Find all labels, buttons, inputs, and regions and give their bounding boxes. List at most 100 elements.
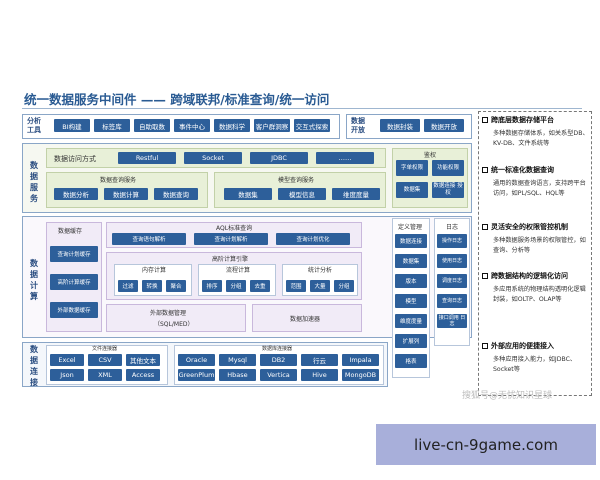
ext-data-panel <box>106 304 246 332</box>
db-connector-button: MongoDB <box>342 369 379 381</box>
feature-heading: 统一标准化数据查询 <box>482 165 554 175</box>
feature-heading: 跨数据结构的逻辑化访问 <box>482 271 568 281</box>
ext-data-subtitle: （SQL/MED） <box>154 321 194 328</box>
page-title: 统一数据服务中间件 —— 跨域联邦/标准查询/统一访问 <box>24 92 330 107</box>
auth-button: 数据集 <box>396 182 428 198</box>
definition-button: 模型 <box>395 294 427 308</box>
file-connector-title: 文件连接器 <box>92 346 118 352</box>
data-connect-label: 数据连接 <box>30 345 38 387</box>
engine-title: 高阶计算引擎 <box>212 256 249 263</box>
watermark: 搜狐号@无忧知识星球 <box>462 391 553 401</box>
log-button: 调度日志 <box>437 274 467 288</box>
data-service-label: 数据服务 <box>30 161 38 203</box>
bullet-square-icon <box>482 273 488 279</box>
flow-compute-button: 分组 <box>226 280 246 292</box>
analysis-button: 事件中心 <box>174 119 210 132</box>
log-button: 查询日志 <box>437 294 467 308</box>
analysis-button: 客户群洞察 <box>254 119 290 132</box>
db-connector-button: Hive <box>301 369 338 381</box>
open-button: 数据开放 <box>424 119 464 132</box>
log-button: 接口调用 日志 <box>437 314 467 328</box>
auth-button: 数据连接 授权 <box>432 182 464 198</box>
auth-button: 字单权限 <box>396 160 428 176</box>
query-service-button: 数据分析 <box>54 188 98 200</box>
open-button: 数据封装 <box>380 119 420 132</box>
definition-title: 定义管理 <box>398 224 423 231</box>
file-connector-button: Access <box>126 369 160 381</box>
data-open-label: 数据开放 <box>351 117 365 134</box>
feature-description: 多种数据服务场景的权限管控，如查询、分析等 <box>493 237 586 254</box>
model-service-button: 模型信息 <box>278 188 326 200</box>
stat-analysis-button: 分组 <box>334 280 354 292</box>
query-service-button: 数据计算 <box>104 188 148 200</box>
db-connector-button: Impala <box>342 354 379 366</box>
definition-button: 数据连接 <box>395 234 427 248</box>
file-connector-button: XML <box>88 369 122 381</box>
db-connector-title: 数据库连接器 <box>262 346 293 352</box>
mem-compute-button: 过滤 <box>118 280 138 292</box>
title-divider <box>22 108 582 109</box>
analysis-button: BI构建 <box>54 119 90 132</box>
db-connector-button: Mysql <box>219 354 256 366</box>
db-connector-button: Hbase <box>219 369 256 381</box>
db-connector-button: 行云 <box>301 354 338 366</box>
db-connector-button: Vertica <box>260 369 297 381</box>
feature-heading-text: 灵活安全的权限管控机制 <box>491 223 568 231</box>
flow-compute-button: 排序 <box>202 280 222 292</box>
definition-button: 数据集 <box>395 254 427 268</box>
analysis-button: 自助取数 <box>134 119 170 132</box>
feature-heading: 外部应用的便捷接入 <box>482 341 554 351</box>
cache-title: 数据缓存 <box>58 228 83 235</box>
feature-heading-text: 跨数据结构的逻辑化访问 <box>491 272 568 280</box>
db-connector-button: DB2 <box>260 354 297 366</box>
definition-button: 版本 <box>395 274 427 288</box>
bullet-square-icon <box>482 224 488 230</box>
mem-compute-button: 聚合 <box>166 280 186 292</box>
definition-button: 维度度量 <box>395 314 427 328</box>
ext-data-title: 外部数据管理 <box>150 310 187 317</box>
model-service-button: 数据集 <box>224 188 272 200</box>
feature-heading: 跨底层数据存储平台 <box>482 115 554 125</box>
feature-heading-text: 跨底层数据存储平台 <box>491 116 554 124</box>
file-connector-button: CSV <box>88 354 122 366</box>
cache-button: 外部数据缓存 <box>50 302 98 318</box>
db-connector-button: Oracle <box>178 354 215 366</box>
db-connector-button: GreenPlum <box>178 369 215 381</box>
bullet-square-icon <box>482 343 488 349</box>
aql-title: AQL标准查询 <box>216 225 253 232</box>
accelerator-title: 数据加速器 <box>290 316 321 323</box>
access-method-button: JDBC <box>250 152 308 164</box>
analysis-button: 数据科学 <box>214 119 250 132</box>
access-method-button: Restful <box>118 152 176 164</box>
feature-description: 多种数据存储体系，如关系型DB、KV-DB、文件系统等 <box>493 130 589 147</box>
cache-button: 高阶计算缓存 <box>50 274 98 290</box>
aql-button: 查询语句解析 <box>112 233 186 245</box>
feature-description: 多应用系统的物理结构透明化逻辑封装，如OLTP、OLAP等 <box>493 286 586 303</box>
access-methods-title: 数据访问方式 <box>54 155 96 163</box>
stat-analysis-button: 范围 <box>286 280 306 292</box>
model-service-button: 维度度量 <box>332 188 380 200</box>
file-connector-button: Json <box>50 369 84 381</box>
auth-panel <box>392 148 468 208</box>
access-method-button: Socket <box>184 152 242 164</box>
definition-button: 格表 <box>395 354 427 368</box>
mem-compute-button: 转换 <box>142 280 162 292</box>
definition-button: 扩展列 <box>395 334 427 348</box>
auth-title: 鉴权 <box>424 152 437 159</box>
log-button: 使用日志 <box>437 254 467 268</box>
file-connector-button: 其他文本 <box>126 354 160 366</box>
feature-heading-text: 外部应用的便捷接入 <box>491 342 554 350</box>
aql-button: 查询计划优化 <box>276 233 350 245</box>
flow-compute-button: 去重 <box>250 280 270 292</box>
analysis-button: 交互式探索 <box>294 119 330 132</box>
bullet-square-icon <box>482 167 488 173</box>
log-title: 日志 <box>446 224 459 231</box>
feature-description: 通用的数据查询语言，支持跨平台访问，如PL/SQL、HQL等 <box>493 180 586 197</box>
mem-compute-title: 内存计算 <box>142 267 167 274</box>
model-service-title: 模型查询服务 <box>278 177 315 184</box>
feature-heading-text: 统一标准化数据查询 <box>491 166 554 174</box>
log-button: 操作日志 <box>437 234 467 248</box>
footer-banner: live-cn-9game.com <box>376 424 596 465</box>
feature-heading: 灵活安全的权限管控机制 <box>482 222 568 232</box>
feature-panel <box>478 111 592 396</box>
